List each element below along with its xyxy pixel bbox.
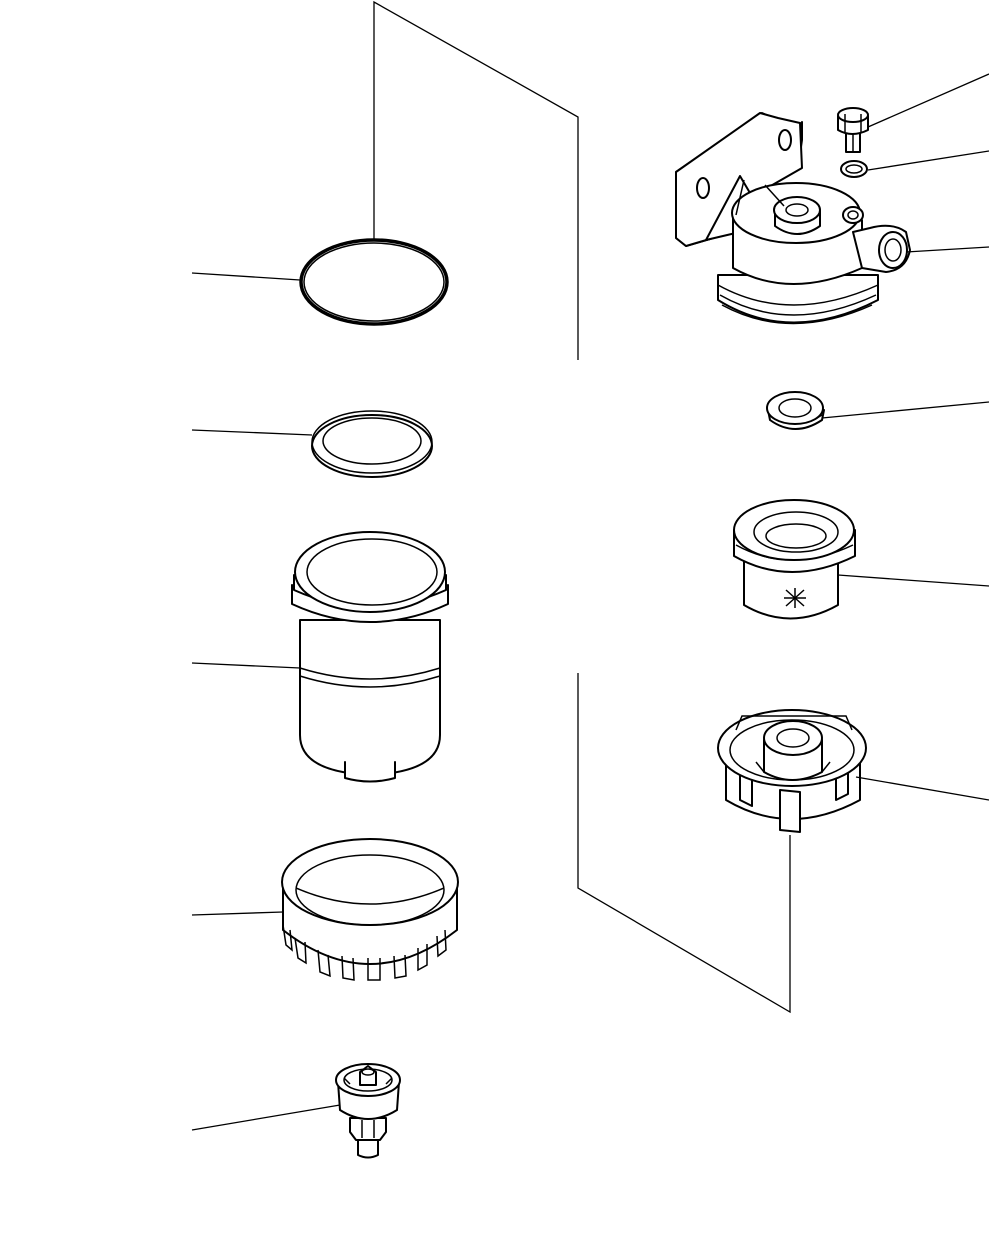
filter-head-part[interactable] (675, 112, 911, 325)
seal-ring-part[interactable] (311, 410, 433, 478)
washer-part[interactable] (840, 160, 868, 178)
assembly-bracket-bottom (577, 673, 791, 1014)
leader-filter-head (905, 246, 989, 253)
leader-drain-valve (191, 1104, 341, 1131)
sediment-bowl-part[interactable] (733, 499, 856, 620)
o-ring-part[interactable] (299, 238, 449, 326)
ring-nut-part[interactable] (281, 838, 459, 981)
filter-element-part[interactable] (291, 531, 449, 783)
grommet-part[interactable] (766, 391, 825, 430)
leader-o-ring (191, 272, 301, 281)
bowl-cap-part[interactable] (717, 709, 867, 833)
leader-seal-ring (191, 429, 313, 436)
leader-ring-nut (191, 911, 284, 916)
leader-sediment-bowl (837, 574, 989, 587)
leader-filter-element (191, 662, 301, 669)
drain-valve-part[interactable] (335, 1063, 401, 1159)
mesh-icon (784, 588, 806, 608)
leader-washer (867, 150, 989, 171)
leader-grommet (821, 401, 989, 419)
leader-bowl-cap (855, 776, 989, 801)
assembly-bracket-top (373, 0, 579, 360)
leader-plug-bolt (867, 73, 989, 128)
plug-bolt-part[interactable] (837, 107, 869, 153)
